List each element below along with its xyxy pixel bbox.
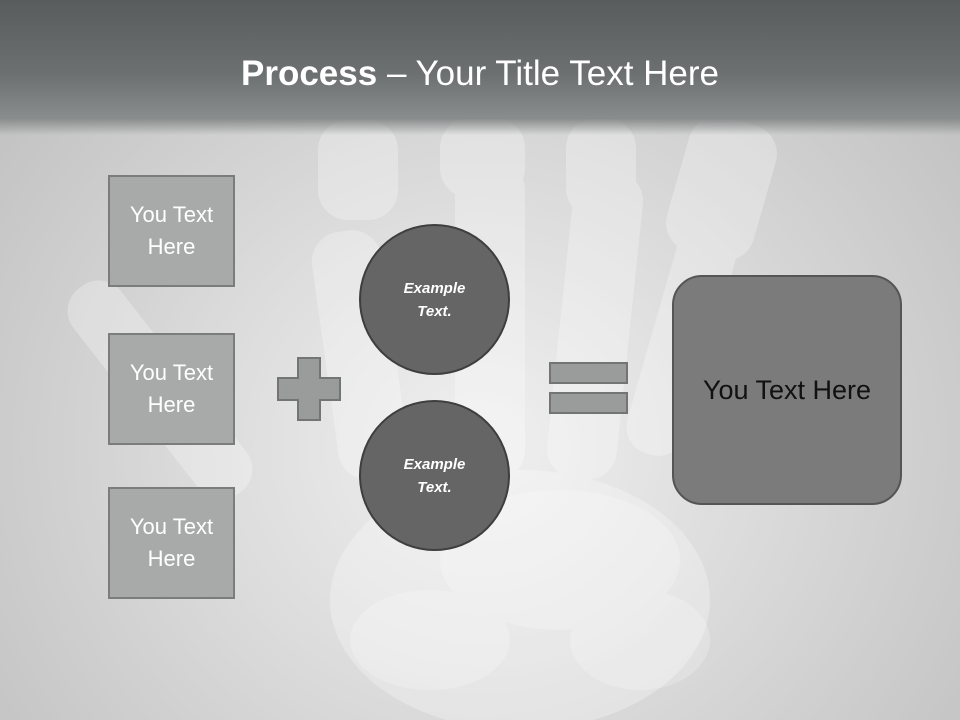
equals-icon xyxy=(549,362,628,414)
input-box-1-label: You Text Here xyxy=(129,202,214,259)
title-dash: – xyxy=(377,54,416,93)
title-bar xyxy=(0,0,960,135)
plus-icon xyxy=(277,357,341,421)
input-box-1[interactable]: You Text Here xyxy=(108,175,235,287)
input-box-2-label: You Text Here xyxy=(129,360,214,417)
input-box-2[interactable]: You Text Here xyxy=(108,333,235,445)
step-circle-1-label: Example Text. xyxy=(403,279,466,320)
title-rest: Your Title Text Here xyxy=(415,54,720,93)
title-bold: Process xyxy=(241,54,378,93)
result-box[interactable]: You Text Here xyxy=(672,275,902,505)
page-title: Process – Your Title Text Here xyxy=(0,52,960,96)
input-box-3[interactable]: You Text Here xyxy=(108,487,235,599)
step-circle-2[interactable]: Example Text. xyxy=(359,400,510,551)
step-circle-1[interactable]: Example Text. xyxy=(359,224,510,375)
input-box-3-label: You Text Here xyxy=(129,514,214,571)
result-box-label: You Text Here xyxy=(702,375,872,405)
step-circle-2-label: Example Text. xyxy=(403,455,466,496)
